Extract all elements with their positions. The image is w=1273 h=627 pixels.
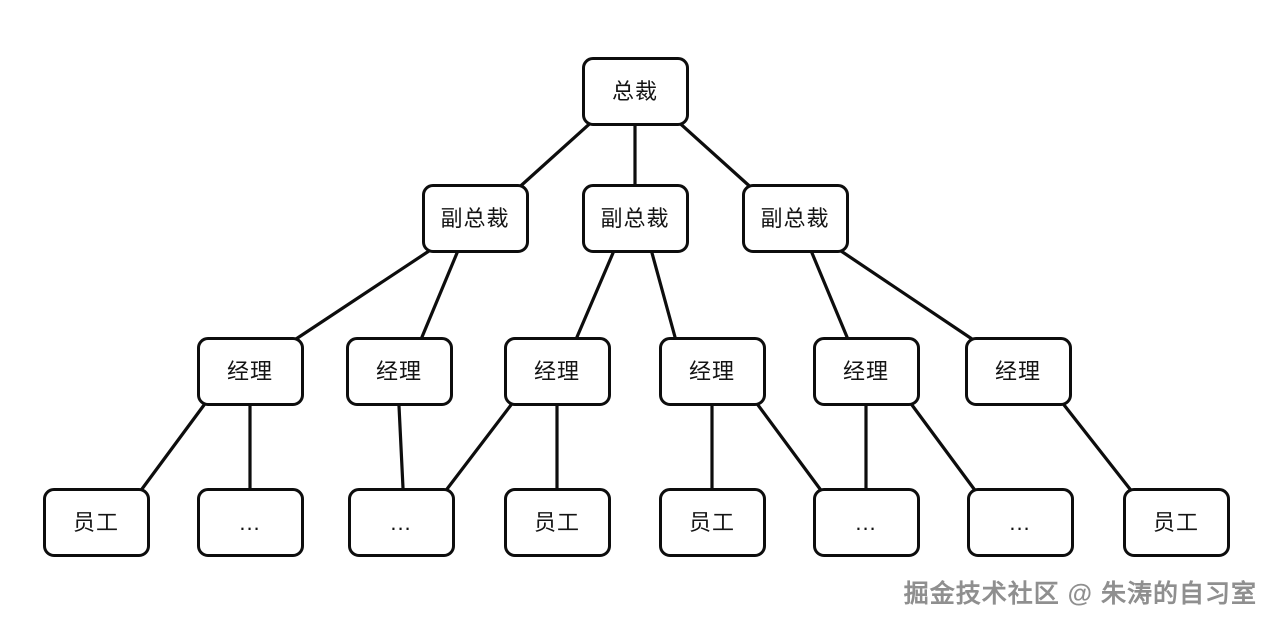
org-node-label: 经理 [842,358,889,384]
node-m5: 经理 [812,337,920,406]
edge-m6-e8 [1060,401,1134,493]
org-node-label: ... [1009,509,1031,535]
edge-vp1-m1 [292,248,433,342]
node-vp2: 副总裁 [581,184,689,253]
edge-m4-e6 [754,401,824,493]
node-e2: ... [196,488,304,557]
org-node-label: 员工 [688,509,735,535]
node-e6: ... [812,488,920,557]
node-president: 总裁 [581,57,689,126]
node-m1: 经理 [196,337,304,406]
node-m3: 经理 [503,337,611,406]
org-node-label: ... [390,509,412,535]
org-node-label: 经理 [533,358,580,384]
edge-vp1-m2 [420,251,459,339]
org-node-label: ... [239,509,261,535]
edge-vp3-m6 [837,248,976,342]
org-node-label: 员工 [533,509,580,535]
org-node-label: 副总裁 [760,205,830,231]
node-m4: 经理 [658,337,766,406]
edge-m5-e7 [908,401,978,493]
node-m6: 经理 [964,337,1072,406]
node-e8: 员工 [1122,488,1230,557]
org-node-label: 副总裁 [440,205,510,231]
org-node-label: ... [855,509,877,535]
node-m2: 经理 [345,337,453,406]
node-vp1: 副总裁 [421,184,529,253]
edge-president-vp3 [677,121,753,189]
org-node-label: 经理 [375,358,422,384]
node-vp3: 副总裁 [741,184,849,253]
org-node-label: 经理 [688,358,735,384]
org-node-label: 总裁 [611,78,658,104]
edge-president-vp1 [517,121,593,189]
org-node-label: 经理 [994,358,1041,384]
node-e1: 员工 [42,488,150,557]
edge-vp2-m3 [575,251,615,339]
node-e7: ... [966,488,1074,557]
org-node-label: 员工 [72,509,119,535]
org-node-label: 员工 [1152,509,1199,535]
watermark: 掘金技术社区 @ 朱涛的自习室 [903,580,1257,608]
edge-m3-e3 [443,401,515,493]
org-node-label: 经理 [226,358,273,384]
node-e5: 员工 [658,488,766,557]
org-node-label: 副总裁 [600,205,670,231]
edge-m1-e1 [138,401,208,493]
edge-vp3-m5 [810,251,849,339]
edge-m2-e3 [397,404,405,490]
node-e4: 员工 [503,488,611,557]
edge-vp2-m4 [650,251,677,339]
node-e3: ... [347,488,455,557]
